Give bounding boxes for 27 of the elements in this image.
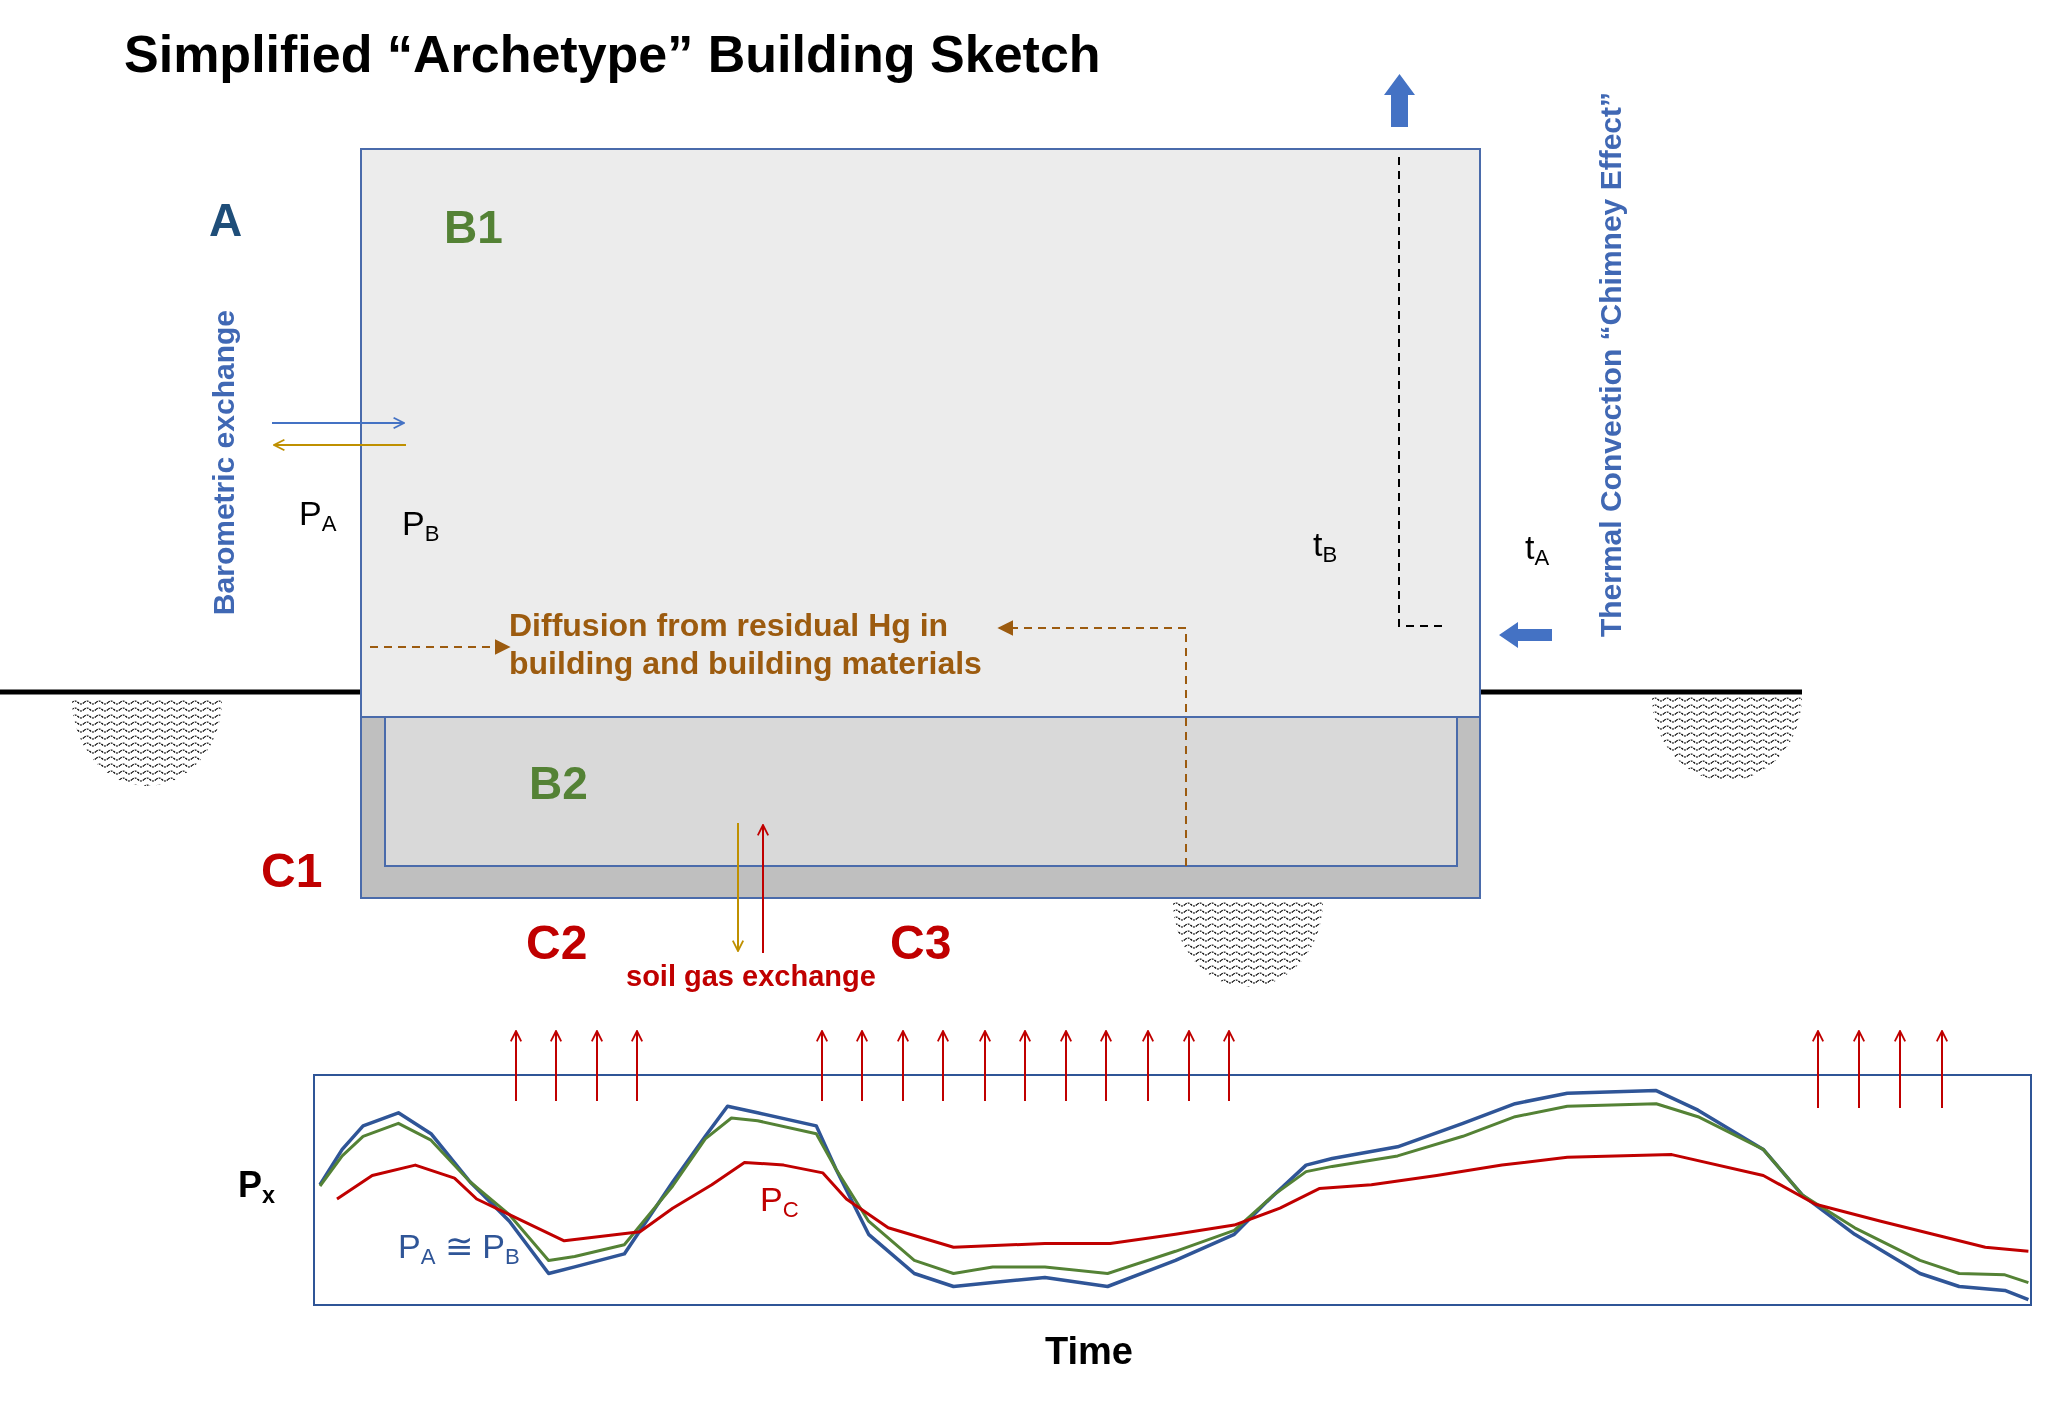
axis-label: P$_{x}$ (238, 1164, 276, 1206)
temperature-label: t$_{A}$ (1525, 528, 1550, 567)
zone-label: B1 (444, 200, 503, 254)
dashed-arrow (997, 620, 1187, 867)
diffusion-note: Diffusion from residual Hg in building and building materials (509, 606, 999, 683)
zone-label: C3 (890, 915, 952, 970)
pressure-label: P$_{A}$ (299, 494, 337, 533)
temperature-label: t$_{B}$ (1313, 525, 1338, 564)
zone-label: B2 (529, 756, 588, 810)
zone-label: C2 (526, 915, 588, 970)
foundation-box (360, 716, 1481, 899)
flow-caption: soil gas exchange (626, 960, 876, 993)
axis-label: Time (1045, 1330, 1133, 1373)
vertical-caption: Thermal Convection “Chimney Effect” (1594, 92, 1628, 638)
soil-hatch (1173, 901, 1323, 987)
diagram-title: Simplified “Archetype” Building Sketch (124, 24, 1101, 84)
soil-hatch (1652, 696, 1802, 781)
vertical-caption: Barometric exchange (207, 310, 241, 616)
soil-hatch (72, 699, 222, 786)
zone-label: C1 (261, 843, 323, 898)
zone-label: A (209, 193, 243, 247)
pressure-label: P$_{B}$ (402, 504, 440, 543)
building-box (360, 148, 1481, 718)
dashed-arrow (369, 639, 511, 655)
curve-label: P$_{A}$ ≅ P$_{B}$ (398, 1226, 520, 1266)
basement-box (384, 716, 1458, 867)
curve-label: P$_{C}$ (760, 1180, 799, 1219)
